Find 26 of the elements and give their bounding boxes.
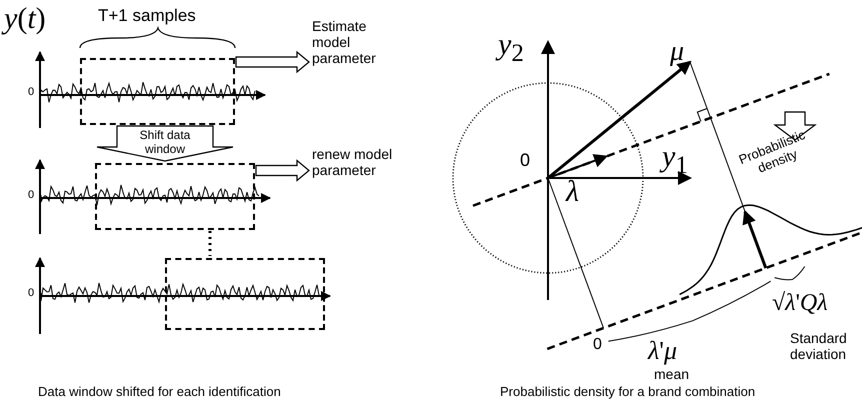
axis-label: y(t) [4, 2, 46, 36]
edge-label: Shift data window [138, 128, 192, 156]
vector-label: λ [566, 175, 579, 209]
annotation-text: T+1 samples [98, 6, 196, 26]
zero-label: 0 [28, 189, 34, 201]
hollow-arrow [235, 50, 310, 74]
hollow-arrow [255, 159, 310, 182]
zero-label: 0 [28, 86, 34, 98]
annotation-text: mean [654, 366, 690, 382]
dotted-connector [208, 231, 212, 256]
axis-label: y$_{2}$ [498, 28, 524, 68]
formula-label: λ'μ [648, 336, 678, 366]
step-text: renew model parameter [312, 146, 394, 178]
annotation-text: Standard deviation [790, 330, 848, 362]
origin-label: 0 [520, 150, 530, 171]
zero-label: 0 [28, 287, 34, 299]
data-window [95, 163, 255, 230]
vector-label: μ [670, 36, 684, 68]
caption: Data window shifted for each identification [38, 384, 281, 399]
caption: Probabilistic density for a brand combination [500, 384, 756, 399]
origin-label: 0 [593, 336, 602, 354]
step-text: Estimate model parameter [312, 18, 377, 66]
formula-label: √λ'Qλ [772, 290, 828, 317]
block-arrow [96, 125, 234, 162]
data-window [80, 58, 235, 125]
data-window [165, 258, 325, 330]
